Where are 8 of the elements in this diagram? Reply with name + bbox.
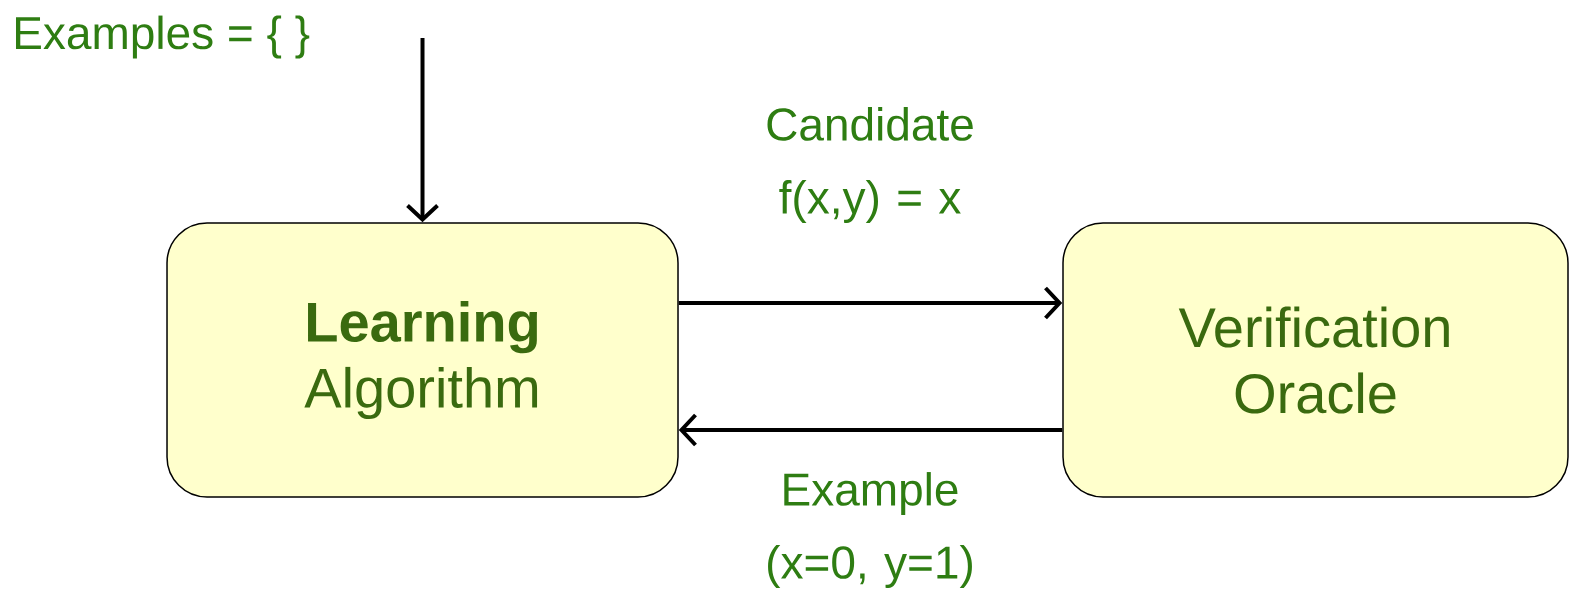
process-box: Verification Oracle: [1062, 222, 1569, 498]
edge-label: Candidate f(x,y) = x: [767, 107, 973, 223]
edge-label: Example (x=0, y=1): [768, 472, 972, 588]
arrow: [678, 413, 1063, 447]
arrow: [406, 38, 439, 223]
set-label: Examples = { }: [16, 15, 310, 59]
process-box: Learning Algorithm: [166, 222, 679, 498]
arrow: [678, 286, 1063, 320]
